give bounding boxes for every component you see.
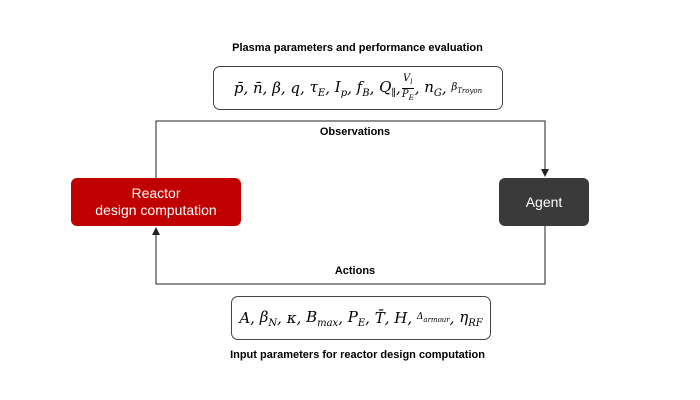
reactor-node-line2: design computation: [95, 202, 217, 218]
eta-rf-symbol: ηRF: [459, 307, 483, 329]
kappa-symbol: κ: [286, 309, 297, 327]
pe-symbol: PE: [347, 307, 366, 329]
a-symbol: A: [239, 309, 251, 327]
tau-e-symbol: τE: [309, 77, 326, 99]
h-symbol: H: [394, 309, 408, 327]
bottom-heading: Input parameters for reactor design comp…: [230, 349, 485, 361]
reactor-node-line1: Reactor: [131, 185, 181, 201]
q-parallel-symbol: Q∥: [379, 77, 397, 99]
observations-arrow: [155, 120, 549, 178]
observations-label: Observations: [319, 126, 391, 138]
actions-arrow: [152, 226, 546, 285]
t-bar-symbol: T̄: [374, 309, 385, 327]
agent-node: Agent: [499, 178, 589, 226]
action-parameters-box: A, βN, κ, Bmax, PE, T̄, H, Δarmour, ηRF: [231, 296, 491, 340]
actions-label: Actions: [334, 265, 376, 277]
ng-symbol: nG: [424, 77, 442, 99]
fb-symbol: fB: [356, 77, 370, 99]
delta-armour-symbol: Δarmour: [416, 312, 450, 324]
b-max-symbol: Bmax: [306, 307, 339, 329]
beta-symbol: β: [272, 79, 281, 97]
observation-parameters-box: p̄, n̄, β, q, τE, Ip, fB, Q∥, Vl PE , nG…: [213, 66, 503, 110]
ip-symbol: Ip: [334, 77, 348, 99]
n-bar-symbol: n̄: [252, 79, 263, 97]
p-bar-symbol: p̄: [233, 79, 244, 97]
reactor-design-computation-node: Reactor design computation: [71, 178, 241, 226]
top-heading: Plasma parameters and performance evalua…: [232, 42, 483, 54]
q-symbol: q: [290, 79, 301, 97]
vl-over-pe-fraction: Vl PE: [401, 72, 414, 102]
beta-n-symbol: βN: [259, 307, 278, 329]
beta-troyon-symbol: βTroyon: [451, 81, 483, 95]
